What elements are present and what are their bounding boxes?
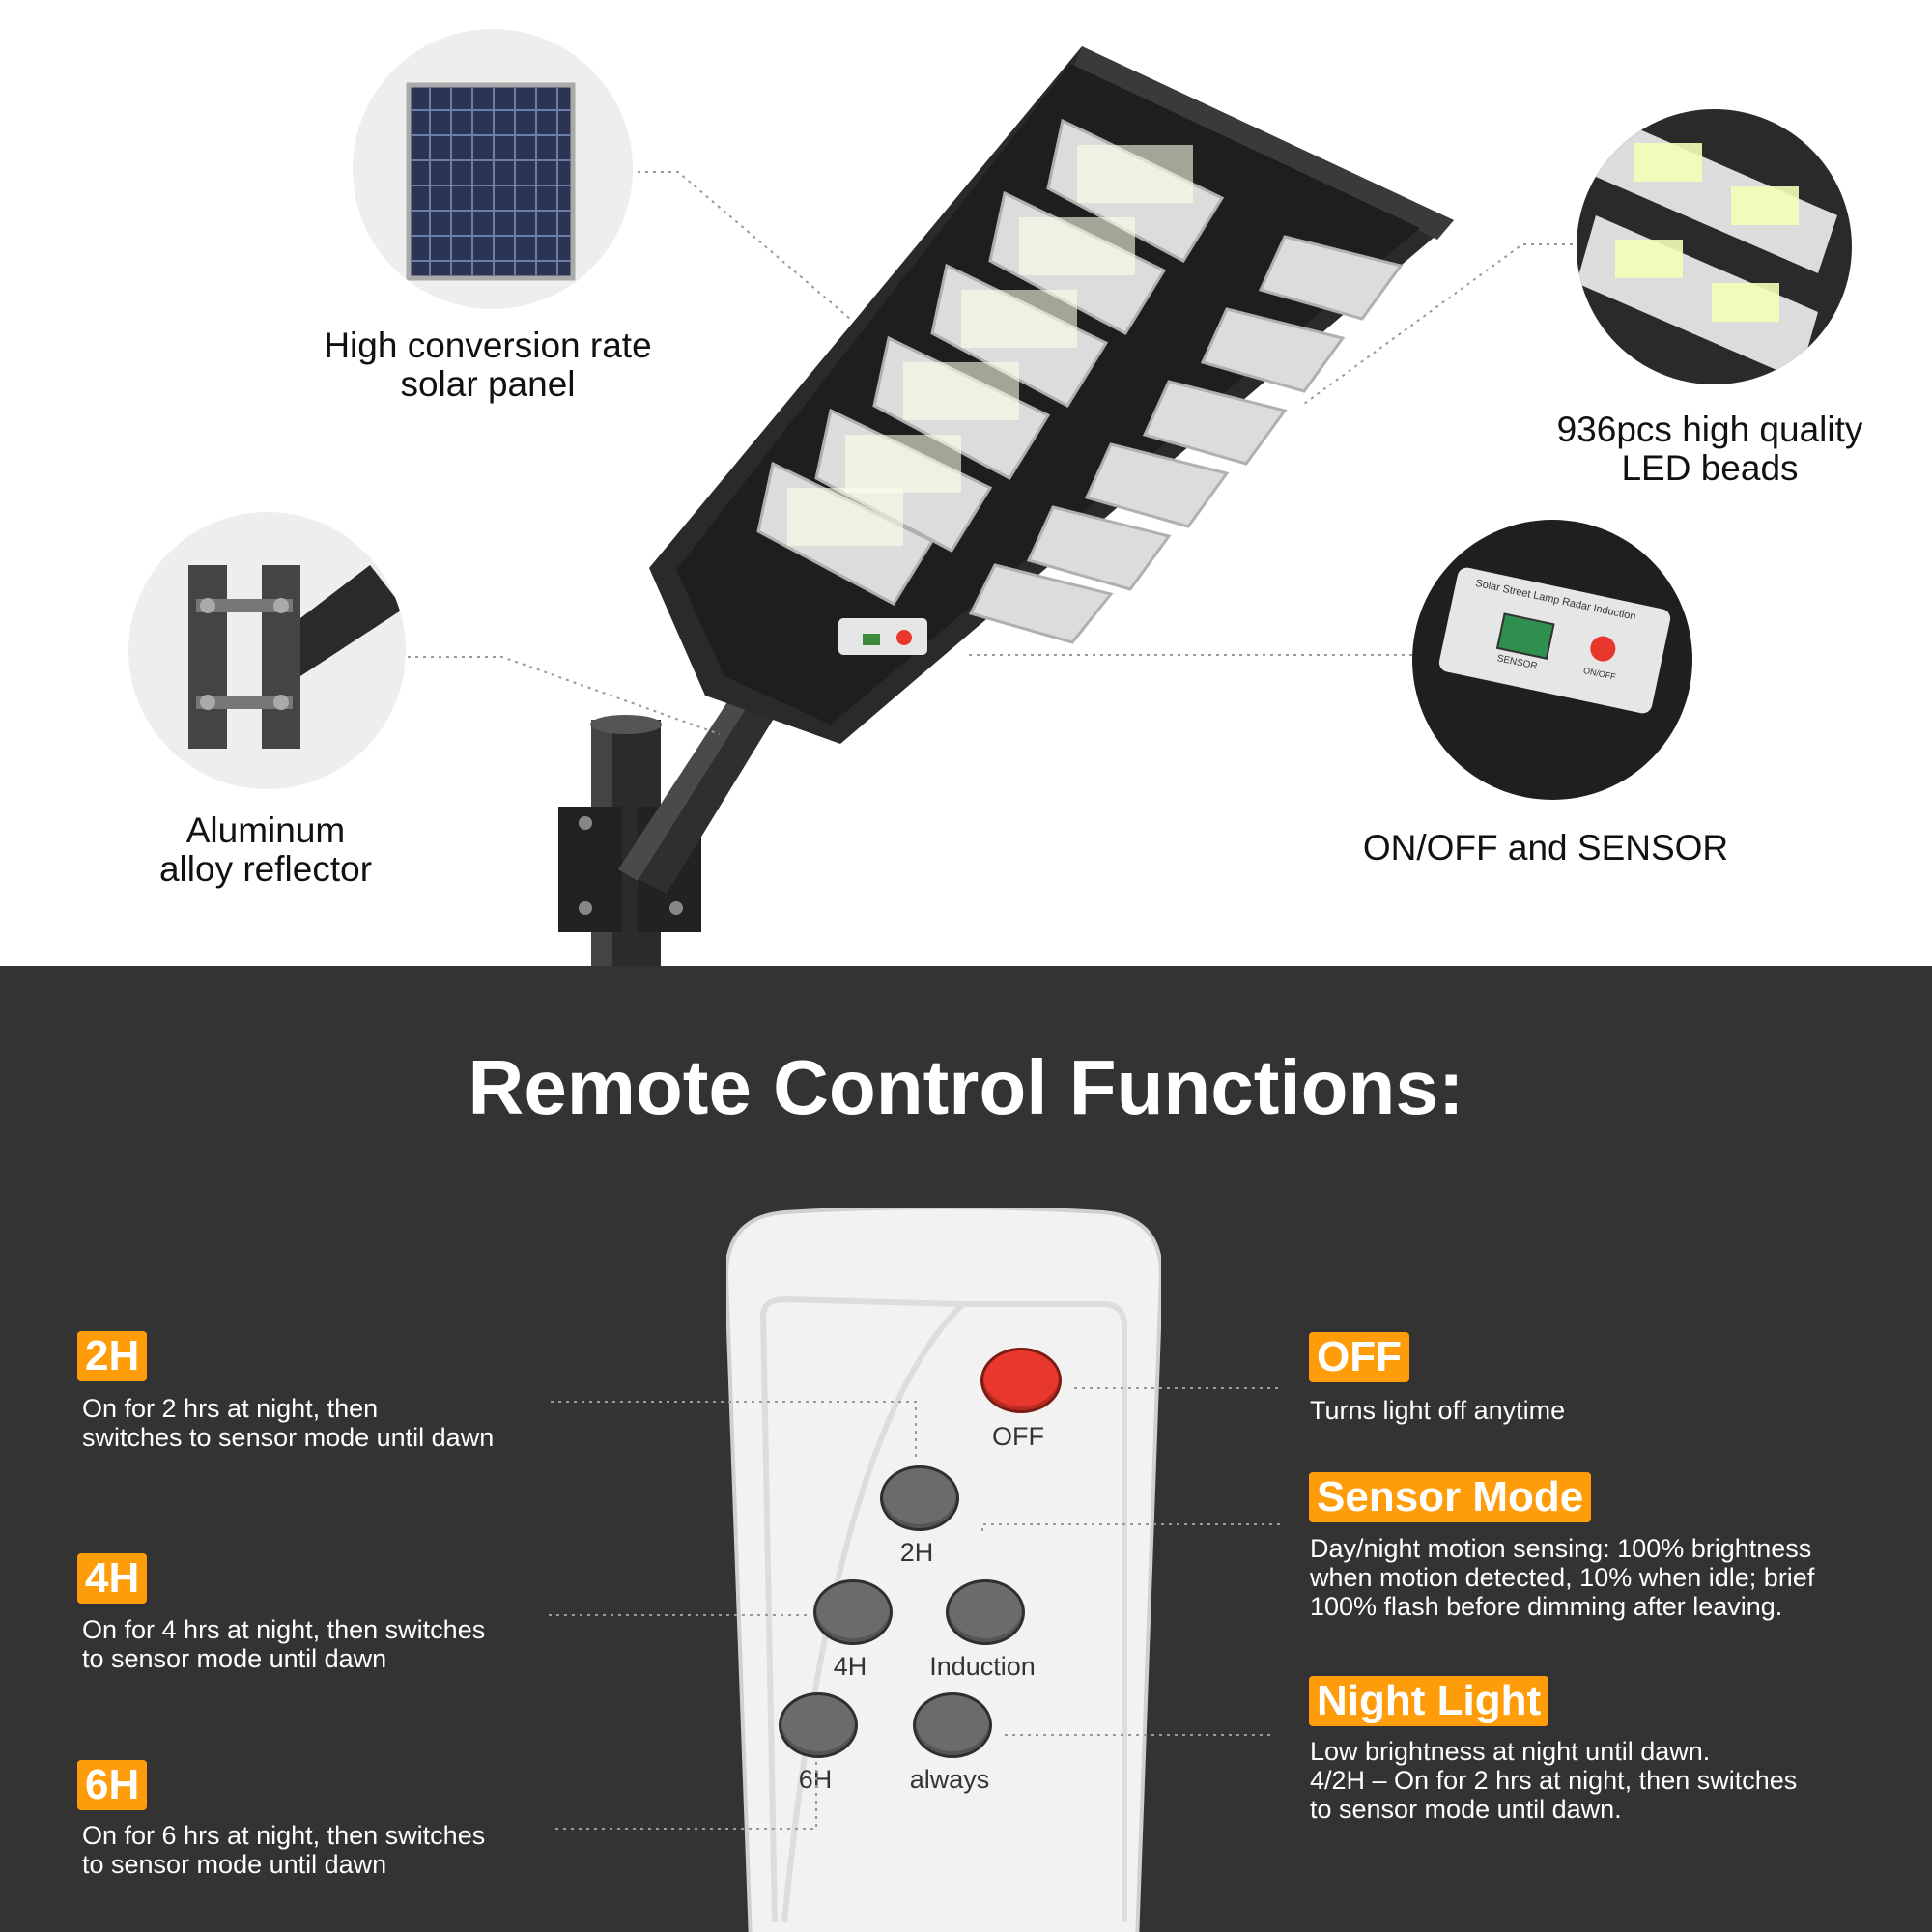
remote-off-button[interactable] [980, 1348, 1062, 1413]
onoff-label: ON/OFF [1582, 665, 1617, 682]
switch-label: ON/OFF and SENSOR [1362, 828, 1729, 867]
desc-off: Turns light off anytime [1310, 1396, 1566, 1425]
led-beads-image [1577, 109, 1852, 384]
remote-off-label: OFF [992, 1422, 1044, 1451]
reflector-image [128, 512, 406, 789]
badge-2h: 2H [77, 1331, 148, 1381]
remote-2h-button[interactable] [880, 1465, 959, 1531]
badge-4h: 4H [77, 1553, 148, 1604]
remote-2h-label: 2H [899, 1538, 934, 1567]
remote-heading: Remote Control Functions: [468, 1044, 1464, 1130]
led-beads-label: 936pcs high quality LED beads [1556, 410, 1863, 488]
features-section: High conversion rate solar panel 936pcs … [128, 29, 1863, 966]
street-lamp-illustration [558, 46, 1454, 966]
remote-induction-button[interactable] [946, 1579, 1025, 1645]
desc-4h: On for 4 hrs at night, then switches to … [82, 1615, 486, 1673]
desc-6h: On for 6 hrs at night, then switches to … [82, 1821, 486, 1879]
badge-off: OFF [1309, 1332, 1409, 1382]
desc-night-light: Low brightness at night until dawn. 4/2H… [1310, 1737, 1798, 1824]
solar-panel-image [353, 29, 633, 309]
badge-6h: 6H [77, 1760, 148, 1810]
remote-section: Remote Control Functions: OFF 2H 4H Indu… [0, 966, 1932, 1932]
remote-6h-button[interactable] [779, 1692, 858, 1758]
reflector-label: Aluminum alloy reflector [158, 810, 373, 889]
solar-panel-label: High conversion rate solar panel [324, 326, 652, 404]
switch-panel-image: Solar Street Lamp Radar Induction SENSOR… [1412, 520, 1692, 800]
remote-always-label: always [909, 1765, 990, 1794]
switch-panel-plate: Solar Street Lamp Radar Induction SENSOR… [1437, 565, 1672, 716]
remote-4h-button[interactable] [813, 1579, 893, 1645]
remote-always-button[interactable] [913, 1692, 992, 1758]
sensor-window [1495, 612, 1555, 660]
onoff-button-icon [1587, 634, 1618, 664]
feature-leader-lines [408, 171, 1580, 735]
switch-panel-title: Solar Street Lamp Radar Induction [1474, 577, 1637, 623]
desc-sensor-mode: Day/night motion sensing: 100% brightnes… [1310, 1534, 1815, 1621]
badge-sensor-mode: Sensor Mode [1309, 1472, 1592, 1522]
remote-6h-label: 6H [798, 1765, 833, 1794]
desc-2h: On for 2 hrs at night, then switches to … [82, 1394, 495, 1452]
remote-4h-label: 4H [833, 1652, 867, 1681]
badge-night-light: Night Light [1309, 1676, 1549, 1726]
remote-leader-lines [549, 1387, 1283, 1830]
remote-control: OFF 2H 4H Induction 6H always [726, 1208, 1161, 1932]
remote-induction-label: Induction [929, 1652, 1036, 1681]
